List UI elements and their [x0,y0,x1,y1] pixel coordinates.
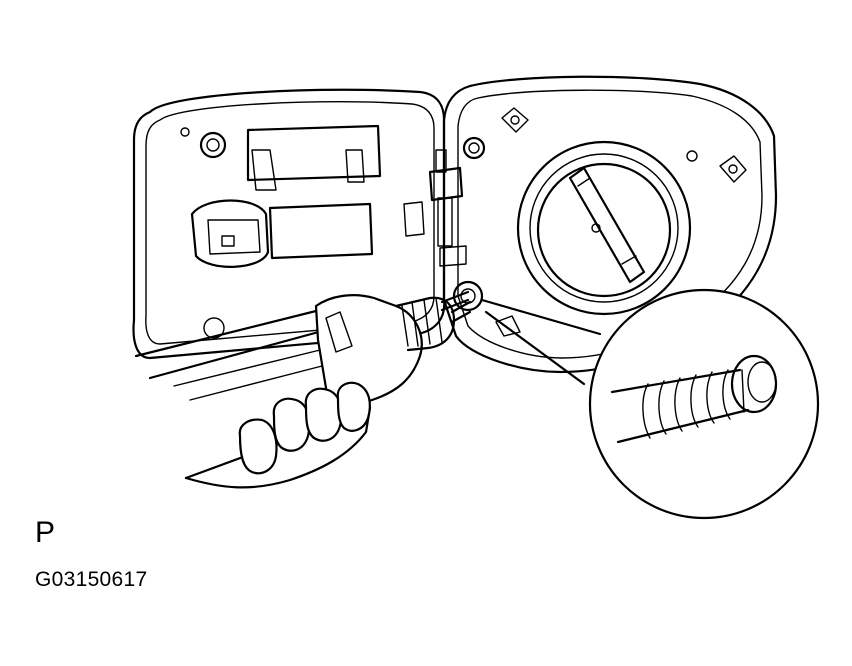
door-hinge [430,150,466,266]
zoom-leader [482,300,600,384]
hand [186,383,370,488]
screwdriver [136,295,470,478]
fuel-cap [518,142,690,314]
magnified-screw-inset [590,290,818,518]
view-letter: P [35,516,56,549]
figure-code: G03150617 [35,568,148,591]
